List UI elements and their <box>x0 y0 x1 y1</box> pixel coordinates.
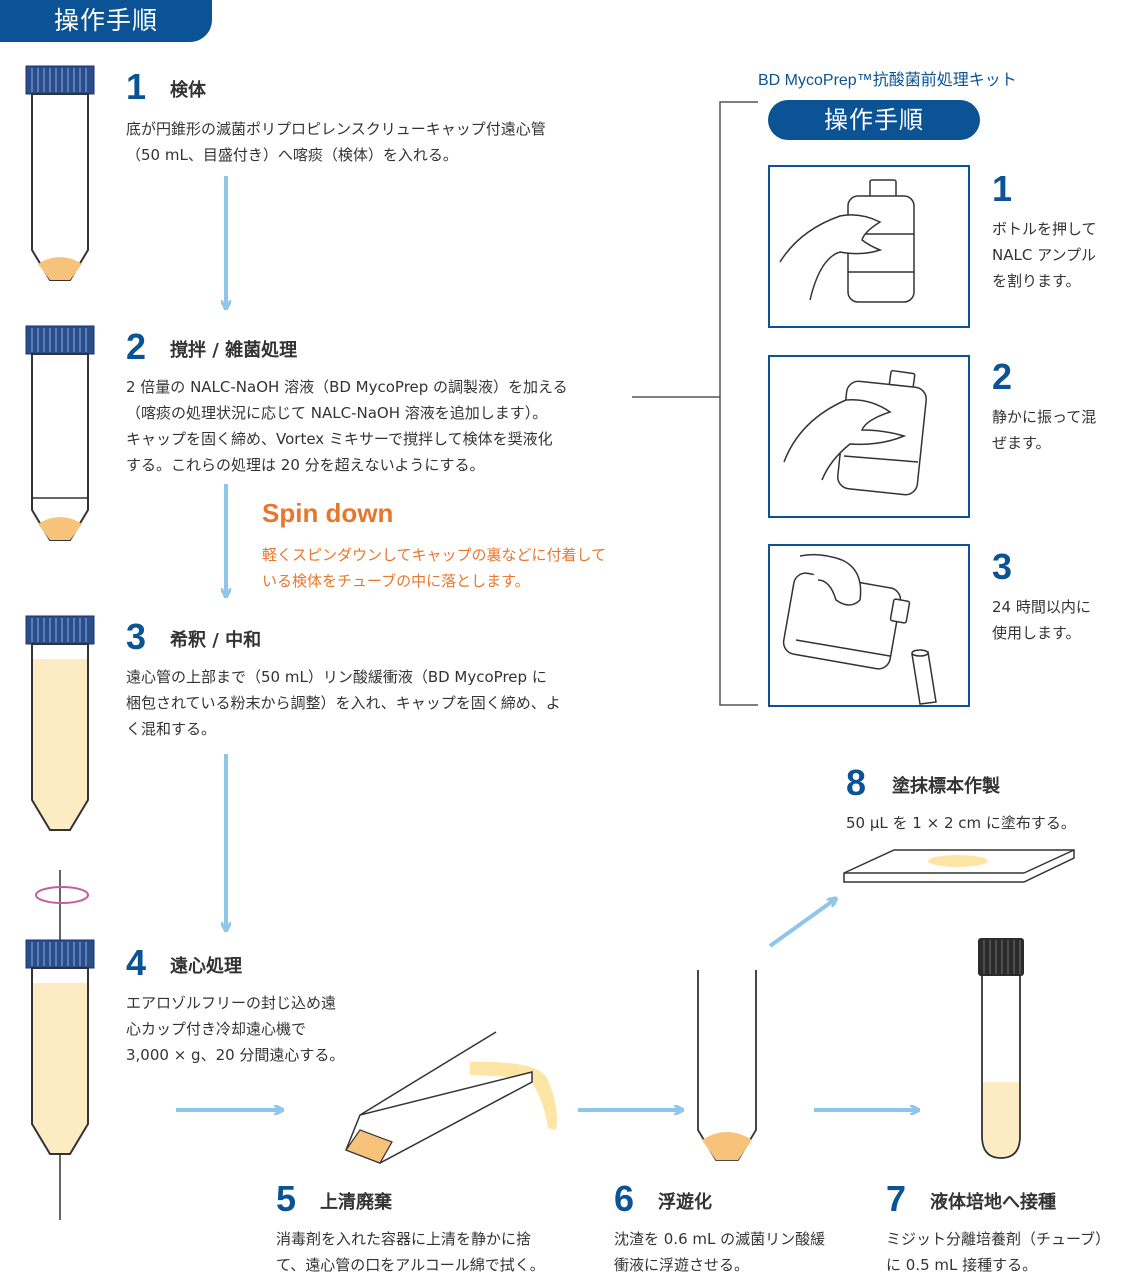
spin-down-title: Spin down <box>262 498 394 528</box>
spin-down-body: 軽くスピンダウンしてキャップの裏などに付着している検体をチューブの中に落とします… <box>262 546 607 590</box>
step-1-number: 1 <box>126 66 147 107</box>
step-1-body: 底が円錐形の滅菌ポリプロピレンスクリューキャップ付遠心管（50 mL、目盛付き）… <box>126 120 546 164</box>
tube-1-icon <box>25 65 95 281</box>
step-3-title: 希釈 / 中和 <box>170 630 262 651</box>
step-3-number: 3 <box>126 616 147 657</box>
step-2-title: 撹拌 / 雑菌処理 <box>170 340 298 361</box>
step-7-number: 7 <box>886 1178 907 1219</box>
slide-icon <box>843 849 1075 883</box>
step-3-body: 遠心管の上部まで（50 mL）リン酸緩衝液（BD MycoPrep に梱包されて… <box>126 668 561 738</box>
kit-step-3-number: 3 <box>992 546 1013 587</box>
page-title: 操作手順 <box>0 0 212 42</box>
kit-step-2-box <box>768 355 970 518</box>
step-4-number: 4 <box>126 942 147 983</box>
kit-step-3-text: 24 時間以内に使用します。 <box>992 598 1091 642</box>
kit-brand: BD MycoPrep™抗酸菌前処理キット <box>758 72 1017 89</box>
pouring-tube-icon <box>345 1031 557 1164</box>
step-8-number: 8 <box>846 762 867 803</box>
step-8-title: 塗抹標本作製 <box>892 776 1000 797</box>
step-6-number: 6 <box>614 1178 635 1219</box>
tube-2-icon <box>25 325 95 541</box>
step-6-title: 浮遊化 <box>658 1192 712 1213</box>
step-2-number: 2 <box>126 326 147 367</box>
kit-bracket <box>632 101 758 706</box>
step-4-title: 遠心処理 <box>170 956 242 977</box>
kit-step-3-box <box>768 544 970 707</box>
step-1-title: 検体 <box>170 80 206 101</box>
step-8-body: 50 μL を 1 × 2 cm に塗布する。 <box>846 814 1076 832</box>
kit-step-2-text: 静かに振って混ぜます。 <box>992 408 1097 452</box>
step-6-body: 沈渣を 0.6 mL の滅菌リン酸緩衝液に浮遊させる。 <box>614 1230 826 1274</box>
step-7-title: 液体培地へ接種 <box>930 1192 1056 1213</box>
mgit-tube-icon <box>978 938 1024 1159</box>
step-7-body: ミジット分離培養剤（チューブ）に 0.5 mL 接種する。 <box>886 1230 1111 1274</box>
tube-6-icon <box>697 970 757 1161</box>
step-5-number: 5 <box>276 1178 297 1219</box>
step-5-body: 消毒剤を入れた容器に上清を静かに捨て、遠心管の口をアルコール綿で拭く。 <box>276 1230 545 1274</box>
tube-3-icon <box>25 615 95 831</box>
kit-step-2-number: 2 <box>992 356 1013 397</box>
step-5-title: 上清廃棄 <box>320 1192 392 1213</box>
kit-title: 操作手順 <box>768 100 980 140</box>
kit-step-1-box <box>768 165 970 328</box>
flow-arrows <box>176 176 916 1110</box>
tube-4-icon <box>25 870 95 1220</box>
kit-step-1-number: 1 <box>992 168 1013 209</box>
step-2-body: 2 倍量の NALC-NaOH 溶液（BD MycoPrep の調製液）を加える… <box>126 378 568 474</box>
